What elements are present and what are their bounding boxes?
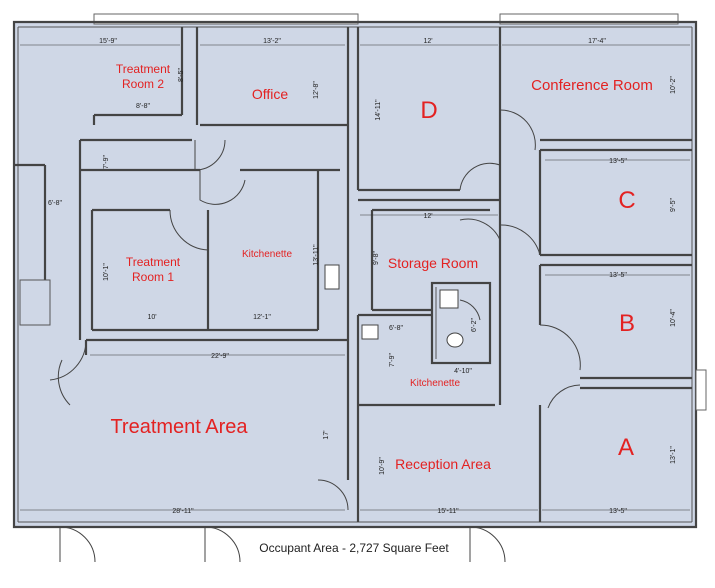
dimension-text: 8'-8" [136,103,150,110]
dimension-text: 13'-5" [609,158,627,165]
dimension-text: 13'-11" [313,244,320,266]
dimension-text: 12' [423,38,432,45]
dimension-text: 6'-8" [389,325,403,332]
dimension-text: 4'-10" [454,368,472,375]
toilet-icon [446,332,464,348]
dimension-text: 17'-4" [588,38,606,45]
room-label-b: B [619,310,635,337]
dimension-text: 15'-11" [437,508,459,515]
room-label-d: D [420,97,437,124]
top-windows [93,13,679,25]
dimension-text: 9'-8" [373,251,380,265]
room-label-conference-room: Conference Room [531,77,653,94]
fixtures [324,264,464,348]
room-label-c: C [618,187,635,214]
floor-area [14,22,696,527]
sink-icon [361,324,379,340]
dimension-text: 10'-9" [379,457,386,475]
room-label-a: A [618,434,634,461]
dimension-text: 13'-2" [263,38,281,45]
dimension-text: 10' [147,314,156,321]
dimension-text: 13'-5" [609,272,627,279]
dimension-text: 10'-1" [103,263,110,281]
entry-doors [59,369,707,563]
room-label-storage-room: Storage Room [388,255,478,271]
dimension-text: 7'-9" [103,155,110,169]
dimension-text: 13'-5" [609,508,627,515]
room-label-kitchenette-left: Kitchenette [242,249,292,260]
occupant-area-caption: Occupant Area - 2,727 Square Feet [259,541,449,555]
dimension-text: 12'-8" [313,81,320,99]
dimension-text: 10'-4" [670,309,677,327]
lavatory-icon [439,289,459,309]
dimension-text: 28'-11" [172,508,194,515]
dimension-lines [20,44,690,511]
dimension-text: 8'-5" [178,68,185,82]
dimension-text: 17' [323,430,330,439]
dimension-text: 13'-1" [670,446,677,464]
exterior-walls [12,20,698,529]
dimension-text: 9'-5" [670,198,677,212]
dimension-text: 12' [423,213,432,220]
dimension-text: 10'-2" [670,76,677,94]
room-label-kitchenette-center: Kitchenette [410,378,460,389]
dimension-text: 7'-9" [389,353,396,367]
dimension-text: 14'-11" [375,99,382,121]
room-label-office: Office [252,86,289,102]
room-label-treatment-room-1: Treatment [126,255,181,269]
door-swings [49,109,581,511]
sink-icon [324,264,340,290]
interior-walls [14,27,692,522]
dimension-text: 22'-9" [211,353,229,360]
dimension-text: 12'-1" [253,314,271,321]
room-label-treatment-room-2: Treatment [116,62,171,76]
dimension-text: 15'-9" [99,38,117,45]
dimension-text: 6'-2" [471,318,478,332]
room-label-treatment-room-1-line2: Room 1 [132,270,174,284]
dimension-text: 6'-8" [48,200,62,207]
room-label-treatment-area: Treatment Area [110,416,248,438]
room-label-reception-area: Reception Area [395,456,491,472]
room-label-treatment-room-2-line2: Room 2 [122,77,164,91]
